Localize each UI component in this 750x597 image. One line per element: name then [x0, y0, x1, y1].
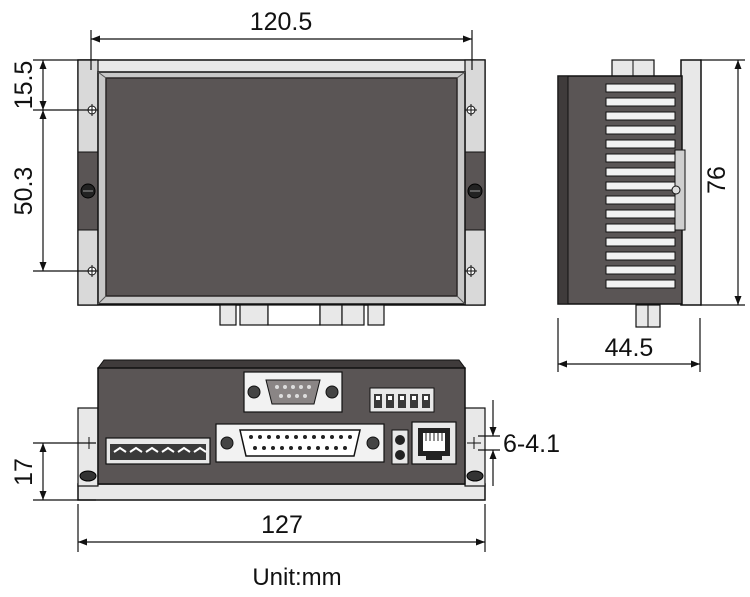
dim-top-width	[90, 30, 473, 70]
base-plate	[77, 483, 486, 501]
dip-switch-icon	[369, 387, 435, 413]
rj45-port-icon	[411, 421, 457, 465]
dim-side-depth-label: 44.5	[605, 334, 654, 362]
dim-mount-height	[33, 442, 96, 501]
dim-hole-spacing-label: 50.3	[10, 167, 38, 216]
dim-mount-height-label: 17	[10, 458, 38, 486]
front-body-top	[97, 359, 466, 369]
dim-hole-spacing	[33, 110, 96, 272]
dim-base-width	[77, 504, 486, 552]
heatsink-fins	[605, 83, 676, 289]
db9-connector-icon	[243, 371, 343, 413]
front-view: 17 6-4.1 127	[10, 359, 560, 552]
dim-hole-spec-label: 6-4.1	[503, 430, 560, 458]
dim-side-height-label: 76	[703, 166, 731, 194]
housing-top-face	[105, 77, 458, 297]
top-view: 120.5 15.5 50.3	[10, 8, 486, 326]
side-screw-icon	[671, 185, 681, 195]
side-body-edge	[557, 75, 569, 305]
dim-top-width-label: 120.5	[250, 8, 313, 36]
dim-base-width-label: 127	[261, 511, 303, 539]
terminal-block-icon	[105, 437, 211, 465]
side-view: 76 44.5	[557, 59, 745, 372]
unit-label: Unit:mm	[252, 564, 341, 591]
db25-connector-icon	[215, 423, 385, 463]
dim-hole-spec	[478, 400, 500, 486]
connector-stubs	[219, 304, 385, 326]
dim-top-margin-label: 15.5	[10, 61, 38, 110]
led-indicators-icon	[391, 429, 409, 465]
dim-side-depth	[557, 318, 701, 372]
dim-side-height	[700, 59, 745, 306]
